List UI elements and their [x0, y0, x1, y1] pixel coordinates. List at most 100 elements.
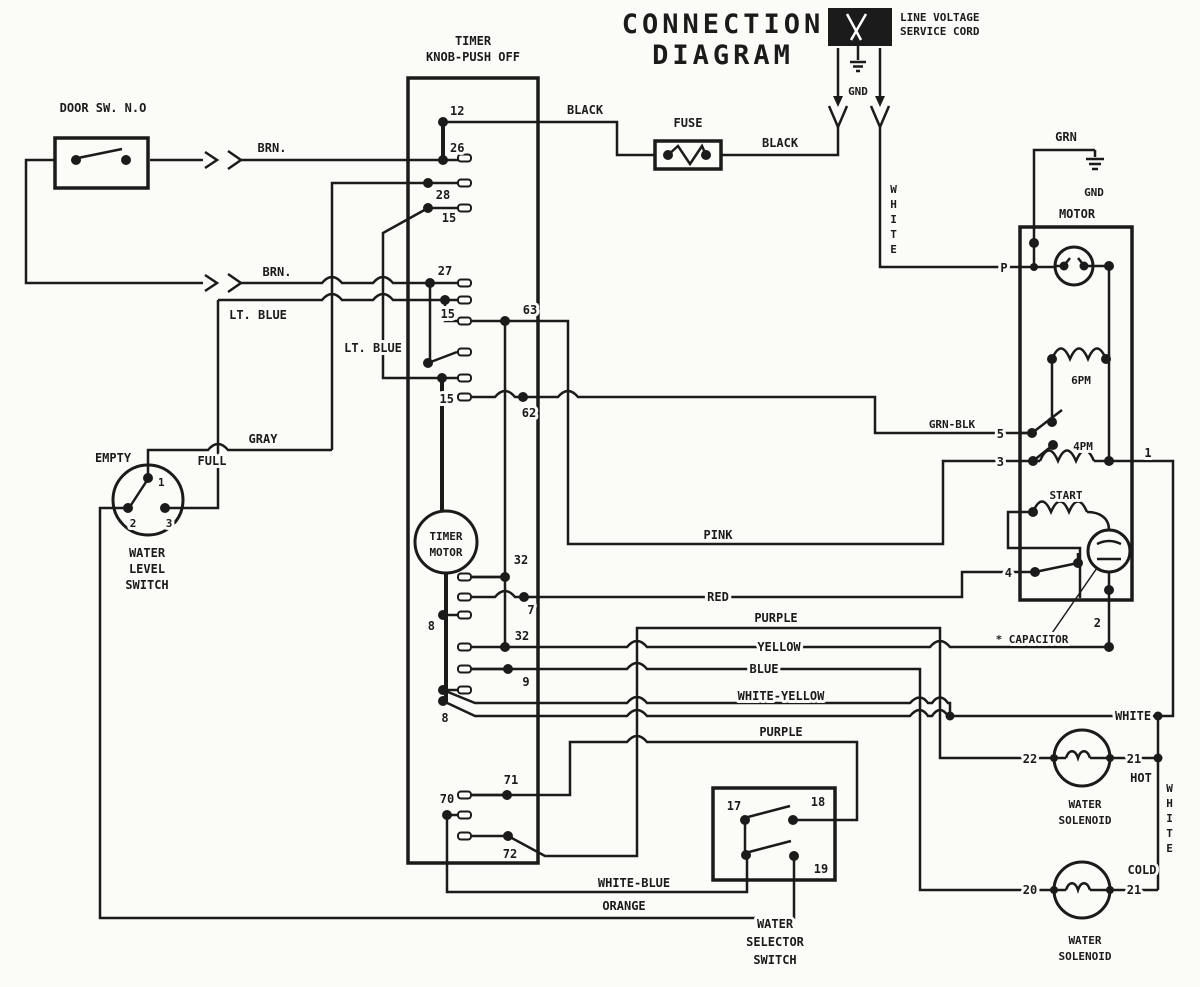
timer-terminal-8a: 8 [428, 619, 435, 633]
cold-solenoid-line2: SOLENOID [1059, 950, 1112, 963]
timer-terminal-7: 7 [527, 603, 534, 617]
diagram-title-line2: DIAGRAM [652, 40, 794, 71]
wls-label-line2: LEVEL [129, 562, 165, 576]
motor-terminal-2: 2 [1094, 616, 1101, 630]
timer-terminal-70: 70 [440, 792, 454, 806]
wire-label-grn: GRN [1055, 130, 1077, 144]
timer-terminal-32b: 32 [515, 629, 529, 643]
selector-terminal-18: 18 [811, 795, 825, 809]
capacitor-leader [1049, 567, 1098, 637]
wire-label-white-blue: WHITE-BLUE [598, 876, 670, 890]
door-switch-label: DOOR SW. N.O [60, 101, 147, 115]
wire-label-white-vertical: WHITE [886, 183, 900, 258]
wire-label-purple2: PURPLE [759, 725, 802, 739]
timer-terminal-15b: 15 [441, 307, 455, 321]
wire-yellow [472, 639, 1109, 649]
timer-motor-line1: TIMER [429, 530, 462, 543]
plug-icon-detail [845, 13, 868, 41]
wire-label-yellow: YELLOW [757, 640, 801, 654]
motor-terminal-5: 5 [997, 427, 1004, 441]
service-cord [827, 8, 892, 131]
wire-label-red: RED [707, 590, 729, 604]
timer-terminal-9: 9 [522, 675, 529, 689]
motor-inner-partition [1022, 546, 1082, 598]
wls-terminal-2: 2 [130, 517, 137, 530]
selector-label-line1: WATER [757, 917, 794, 931]
fuse-element [667, 143, 708, 167]
cold-terminal-21: 21 [1127, 883, 1141, 897]
wire-label-purple1: PURPLE [754, 611, 797, 625]
coil-4pm-label: 4PM [1073, 440, 1093, 453]
wire-label-brn1: BRN. [258, 141, 287, 155]
hot-solenoid-line1: WATER [1068, 798, 1101, 811]
cold-terminal-20: 20 [1023, 883, 1037, 897]
wire-motor-1 [1110, 459, 1175, 718]
water-selector-box [711, 786, 837, 882]
timer-box [406, 76, 540, 865]
timer-terminal-12: 12 [450, 104, 464, 118]
wire-grn-blk [472, 389, 1032, 435]
capacitor-plates [1096, 539, 1122, 561]
hot-temp-label: HOT [1130, 771, 1152, 785]
motor-box [1018, 225, 1134, 602]
wire-gray-riser [330, 181, 428, 450]
wls-empty-label: EMPTY [95, 451, 132, 465]
timer-contacts [457, 153, 472, 841]
cord-label-line2: SERVICE CORD [900, 25, 980, 38]
junction-dots [71, 117, 1163, 894]
connector-chevrons-mid [204, 272, 244, 294]
blade-water-level [129, 481, 148, 506]
diagram-title-line1: CONNECTION [622, 9, 825, 40]
connector-chevrons-top [204, 149, 244, 171]
wire-label-pink: PINK [704, 528, 734, 542]
timer-motor-line2: MOTOR [429, 546, 462, 559]
wls-label-line3: SWITCH [125, 578, 168, 592]
coil-6pm-label: 6PM [1071, 374, 1091, 387]
timer-terminal-15a: 15 [442, 211, 456, 225]
y-connectors [827, 105, 891, 131]
gnd-top-label: GND [848, 85, 868, 98]
capacitor-symbol [1086, 528, 1132, 574]
motor-terminal-1: 1 [1144, 446, 1151, 460]
blade-door-switch [77, 147, 123, 160]
motor-terminal-4: 4 [1005, 566, 1012, 580]
wire-red [472, 570, 1035, 599]
wire-brn2-row [240, 275, 426, 285]
wire-white [442, 699, 1160, 890]
wire-label-grn-blk: GRN-BLK [929, 418, 976, 431]
wire-label-blue: BLUE [750, 662, 779, 676]
wire-orange [98, 506, 796, 920]
timer-terminal-71: 71 [504, 773, 518, 787]
start-bracket [1006, 510, 1033, 550]
motor-label: MOTOR [1059, 207, 1096, 221]
cord-leads [836, 48, 882, 98]
wire-label-gray: GRAY [249, 432, 279, 446]
capacitor-label: * CAPACITOR [996, 633, 1069, 646]
selector-label-line2: SELECTOR [746, 935, 805, 949]
wire-black [443, 120, 840, 157]
hot-terminal-21: 21 [1127, 752, 1141, 766]
wire-gray [146, 442, 332, 477]
wire-white-blue [445, 815, 749, 894]
wire-ltblue-row [218, 292, 441, 302]
wire-label-black1: BLACK [567, 103, 604, 117]
selector-blades [747, 804, 792, 854]
wire-white-to-p [878, 127, 1055, 269]
motor-terminal-p: P [1000, 261, 1007, 275]
timer-terminal-27: 27 [438, 264, 452, 278]
wire-grn-gnd [1032, 148, 1104, 267]
wire-purple2 [472, 734, 859, 822]
hot-solenoid-coil [1054, 750, 1110, 762]
timer-terminal-15c: 15 [440, 392, 454, 406]
cold-temp-label: COLD [1128, 863, 1157, 877]
coil-6pm [1050, 347, 1108, 363]
gnd-motor-label: GND [1084, 186, 1104, 199]
arrowhead-right [875, 96, 885, 107]
wire-label-ltblue2: LT. BLUE [344, 341, 402, 355]
wire-15b-link [443, 300, 458, 323]
timer-terminal-32a: 32 [514, 553, 528, 567]
start-to-cap [1086, 510, 1111, 531]
wire-purple1 [507, 626, 1054, 858]
